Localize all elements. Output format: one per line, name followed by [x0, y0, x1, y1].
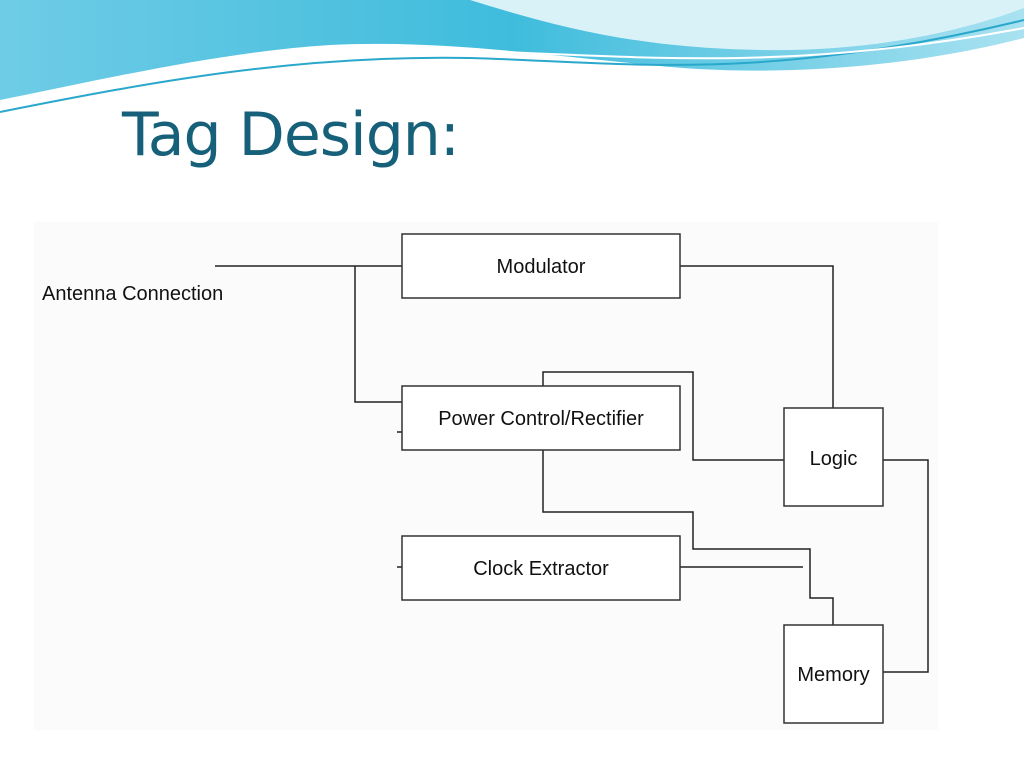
diagram-wires — [215, 265, 929, 673]
slide-title: Tag Design: — [122, 100, 460, 170]
modulator-block: Modulator — [401, 233, 681, 299]
power-to-memory-wire — [542, 450, 834, 625]
header-wave-line — [0, 27, 1024, 105]
antenna-to-power-wire — [354, 266, 402, 403]
power-control-rectifier-block: Power Control/Rectifier — [401, 385, 681, 451]
header-wave-highlight — [470, 0, 1024, 51]
clock-extractor-label: Clock Extractor — [473, 558, 609, 580]
power-control-rectifier-label: Power Control/Rectifier — [438, 408, 644, 430]
memory-label: Memory — [797, 664, 869, 686]
clock-extractor-block: Clock Extractor — [401, 535, 681, 601]
modulator-label: Modulator — [497, 256, 586, 278]
header-wave-line — [0, 19, 1024, 113]
logic-to-memory-wire — [883, 459, 929, 673]
logic-label: Logic — [810, 448, 858, 470]
power-to-logic-wire — [542, 371, 784, 461]
logic-block: Logic — [783, 407, 884, 507]
memory-block: Memory — [783, 624, 884, 724]
antenna-connection-label: Antenna Connection — [42, 283, 223, 305]
modulator-to-logic-wire — [680, 265, 834, 408]
